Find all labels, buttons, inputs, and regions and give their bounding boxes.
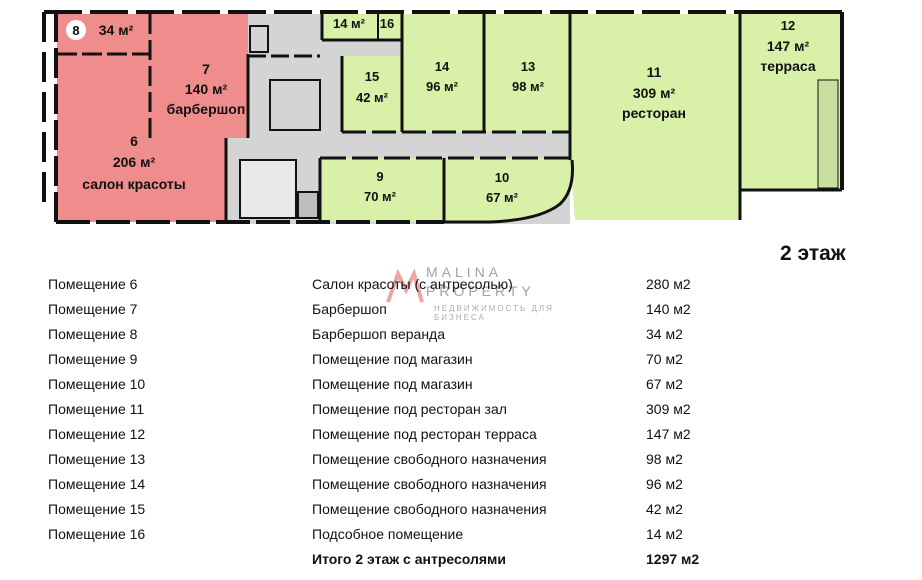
area-cell: 67 м2 — [646, 375, 683, 392]
table-row: Помещение 12 Помещение под ресторан терра… — [48, 421, 766, 446]
room-9-fill — [320, 158, 444, 222]
room-8-area: 34 м² — [99, 22, 134, 38]
room-cell: Помещение 15 — [48, 500, 146, 517]
room-10-fill — [444, 158, 572, 222]
purpose-cell: Помещение свободного назначения — [312, 450, 547, 467]
area-cell: 140 м2 — [646, 300, 691, 317]
table-row: Помещение 16 Подсобное помещение 14 м2 — [48, 521, 766, 546]
purpose-cell: Подсобное помещение — [312, 525, 464, 542]
rooms-table-body: Помещение 6 Салон красоты (с антресолью) 2… — [48, 271, 766, 571]
walls — [42, 10, 844, 224]
room-6-name: салон красоты — [82, 176, 186, 192]
room-16-number: 16 — [380, 16, 394, 31]
area-cell: 147 м2 — [646, 425, 691, 442]
room-cell: Помещение 10 — [48, 375, 146, 392]
area-cell: 70 м2 — [646, 350, 683, 367]
purpose-cell: Помещение под ресторан терраса — [312, 425, 537, 442]
room-cell: Помещение 11 — [48, 400, 145, 417]
room-13-fill — [484, 14, 570, 132]
rooms-table: Помещение 6 Салон красоты (с антресолью) 2… — [48, 271, 766, 571]
room-9-number: 9 — [376, 169, 383, 184]
room-cell: Помещение 7 — [48, 300, 138, 317]
table-row: Помещение 6 Салон красоты (с антресолью) 2… — [48, 271, 766, 296]
room-15-fill — [342, 56, 402, 132]
room-8-number: 8 — [72, 23, 79, 38]
table-row: Помещение 10 Помещение под магазин 67 м2 — [48, 371, 766, 396]
room-13-area: 98 м² — [512, 79, 545, 94]
purpose-cell: Помещение свободного назначения — [312, 500, 547, 517]
floor-plan: 8 34 м² 7 140 м² барбершоп 6 206 м² сало… — [42, 10, 844, 224]
room-labels: 8 34 м² 7 140 м² барбершоп 6 206 м² сало… — [66, 16, 816, 205]
room-10-area: 67 м² — [486, 190, 519, 205]
area-cell: 34 м2 — [646, 325, 683, 342]
table-row: Помещение 11 Помещение под ресторан зал 30… — [48, 396, 766, 421]
purpose-cell: Барбершоп веранда — [312, 325, 446, 342]
room-7-area: 140 м² — [185, 81, 228, 97]
room-14-fill — [402, 14, 484, 132]
purpose-cell: Барбершоп — [312, 300, 387, 317]
purpose-cell: Помещение под ресторан зал — [312, 400, 507, 417]
total-label-cell: Итого 2 этаж с антресолями — [312, 550, 506, 567]
room-15-number: 15 — [365, 69, 379, 84]
room-14-number: 14 — [435, 59, 450, 74]
purpose-cell: Помещение под магазин — [312, 350, 473, 367]
room-6-area: 206 м² — [113, 154, 156, 170]
room-cell: Помещение 16 — [48, 525, 146, 542]
table-row: Помещение 9 Помещение под магазин 70 м2 — [48, 346, 766, 371]
room-11-name: ресторан — [622, 105, 686, 121]
room-6-fill — [57, 54, 227, 222]
room-15-area: 42 м² — [356, 90, 389, 105]
table-row: Помещение 7 Барбершоп 140 м2 — [48, 296, 766, 321]
total-room-cell — [48, 546, 312, 571]
room-14-area: 96 м² — [426, 79, 459, 94]
total-area-cell: 1297 м2 — [646, 550, 700, 567]
room-16-fill — [322, 14, 402, 40]
table-row: Помещение 8 Барбершоп веранда 34 м2 — [48, 321, 766, 346]
room-6-number: 6 — [130, 133, 138, 149]
purpose-cell: Помещение под магазин — [312, 375, 473, 392]
room-cell: Помещение 8 — [48, 325, 138, 342]
purpose-cell: Помещение свободного назначения — [312, 475, 547, 492]
table-row: Помещение 13 Помещение свободного назначе… — [48, 446, 766, 471]
table-row: Помещение 14 Помещение свободного назначе… — [48, 471, 766, 496]
area-cell: 42 м2 — [646, 500, 683, 517]
area-cell: 280 м2 — [646, 275, 691, 292]
room-cell: Помещение 12 — [48, 425, 146, 442]
table-row: Помещение 15 Помещение свободного назначе… — [48, 496, 766, 521]
room-9-area: 70 м² — [364, 189, 397, 204]
table-total-row: Итого 2 этаж с антресолями 1297 м2 — [48, 546, 766, 571]
area-cell: 98 м2 — [646, 450, 683, 467]
room-11-fill — [570, 14, 740, 220]
floor-title: 2 этаж — [780, 242, 846, 265]
area-cell: 96 м2 — [646, 475, 683, 492]
room-12-number: 12 — [781, 18, 795, 33]
room-12-area: 147 м² — [767, 38, 810, 54]
room-12-name: терраса — [760, 58, 815, 74]
room-cell: Помещение 14 — [48, 475, 146, 492]
room-13-number: 13 — [521, 59, 535, 74]
purpose-cell: Салон красоты (с антресолью) — [312, 275, 513, 292]
room-11-area: 309 м² — [633, 85, 676, 101]
room-7-number: 7 — [202, 61, 210, 77]
area-cell: 309 м2 — [646, 400, 691, 417]
room-16-area: 14 м² — [333, 16, 366, 31]
area-cell: 14 м2 — [646, 525, 683, 542]
room-10-number: 10 — [495, 170, 509, 185]
room-7-name: барбершоп — [167, 101, 246, 117]
room-cell: Помещение 6 — [48, 275, 138, 292]
room-cell: Помещение 9 — [48, 350, 138, 367]
room-11-number: 11 — [647, 64, 662, 80]
room-cell: Помещение 13 — [48, 450, 146, 467]
